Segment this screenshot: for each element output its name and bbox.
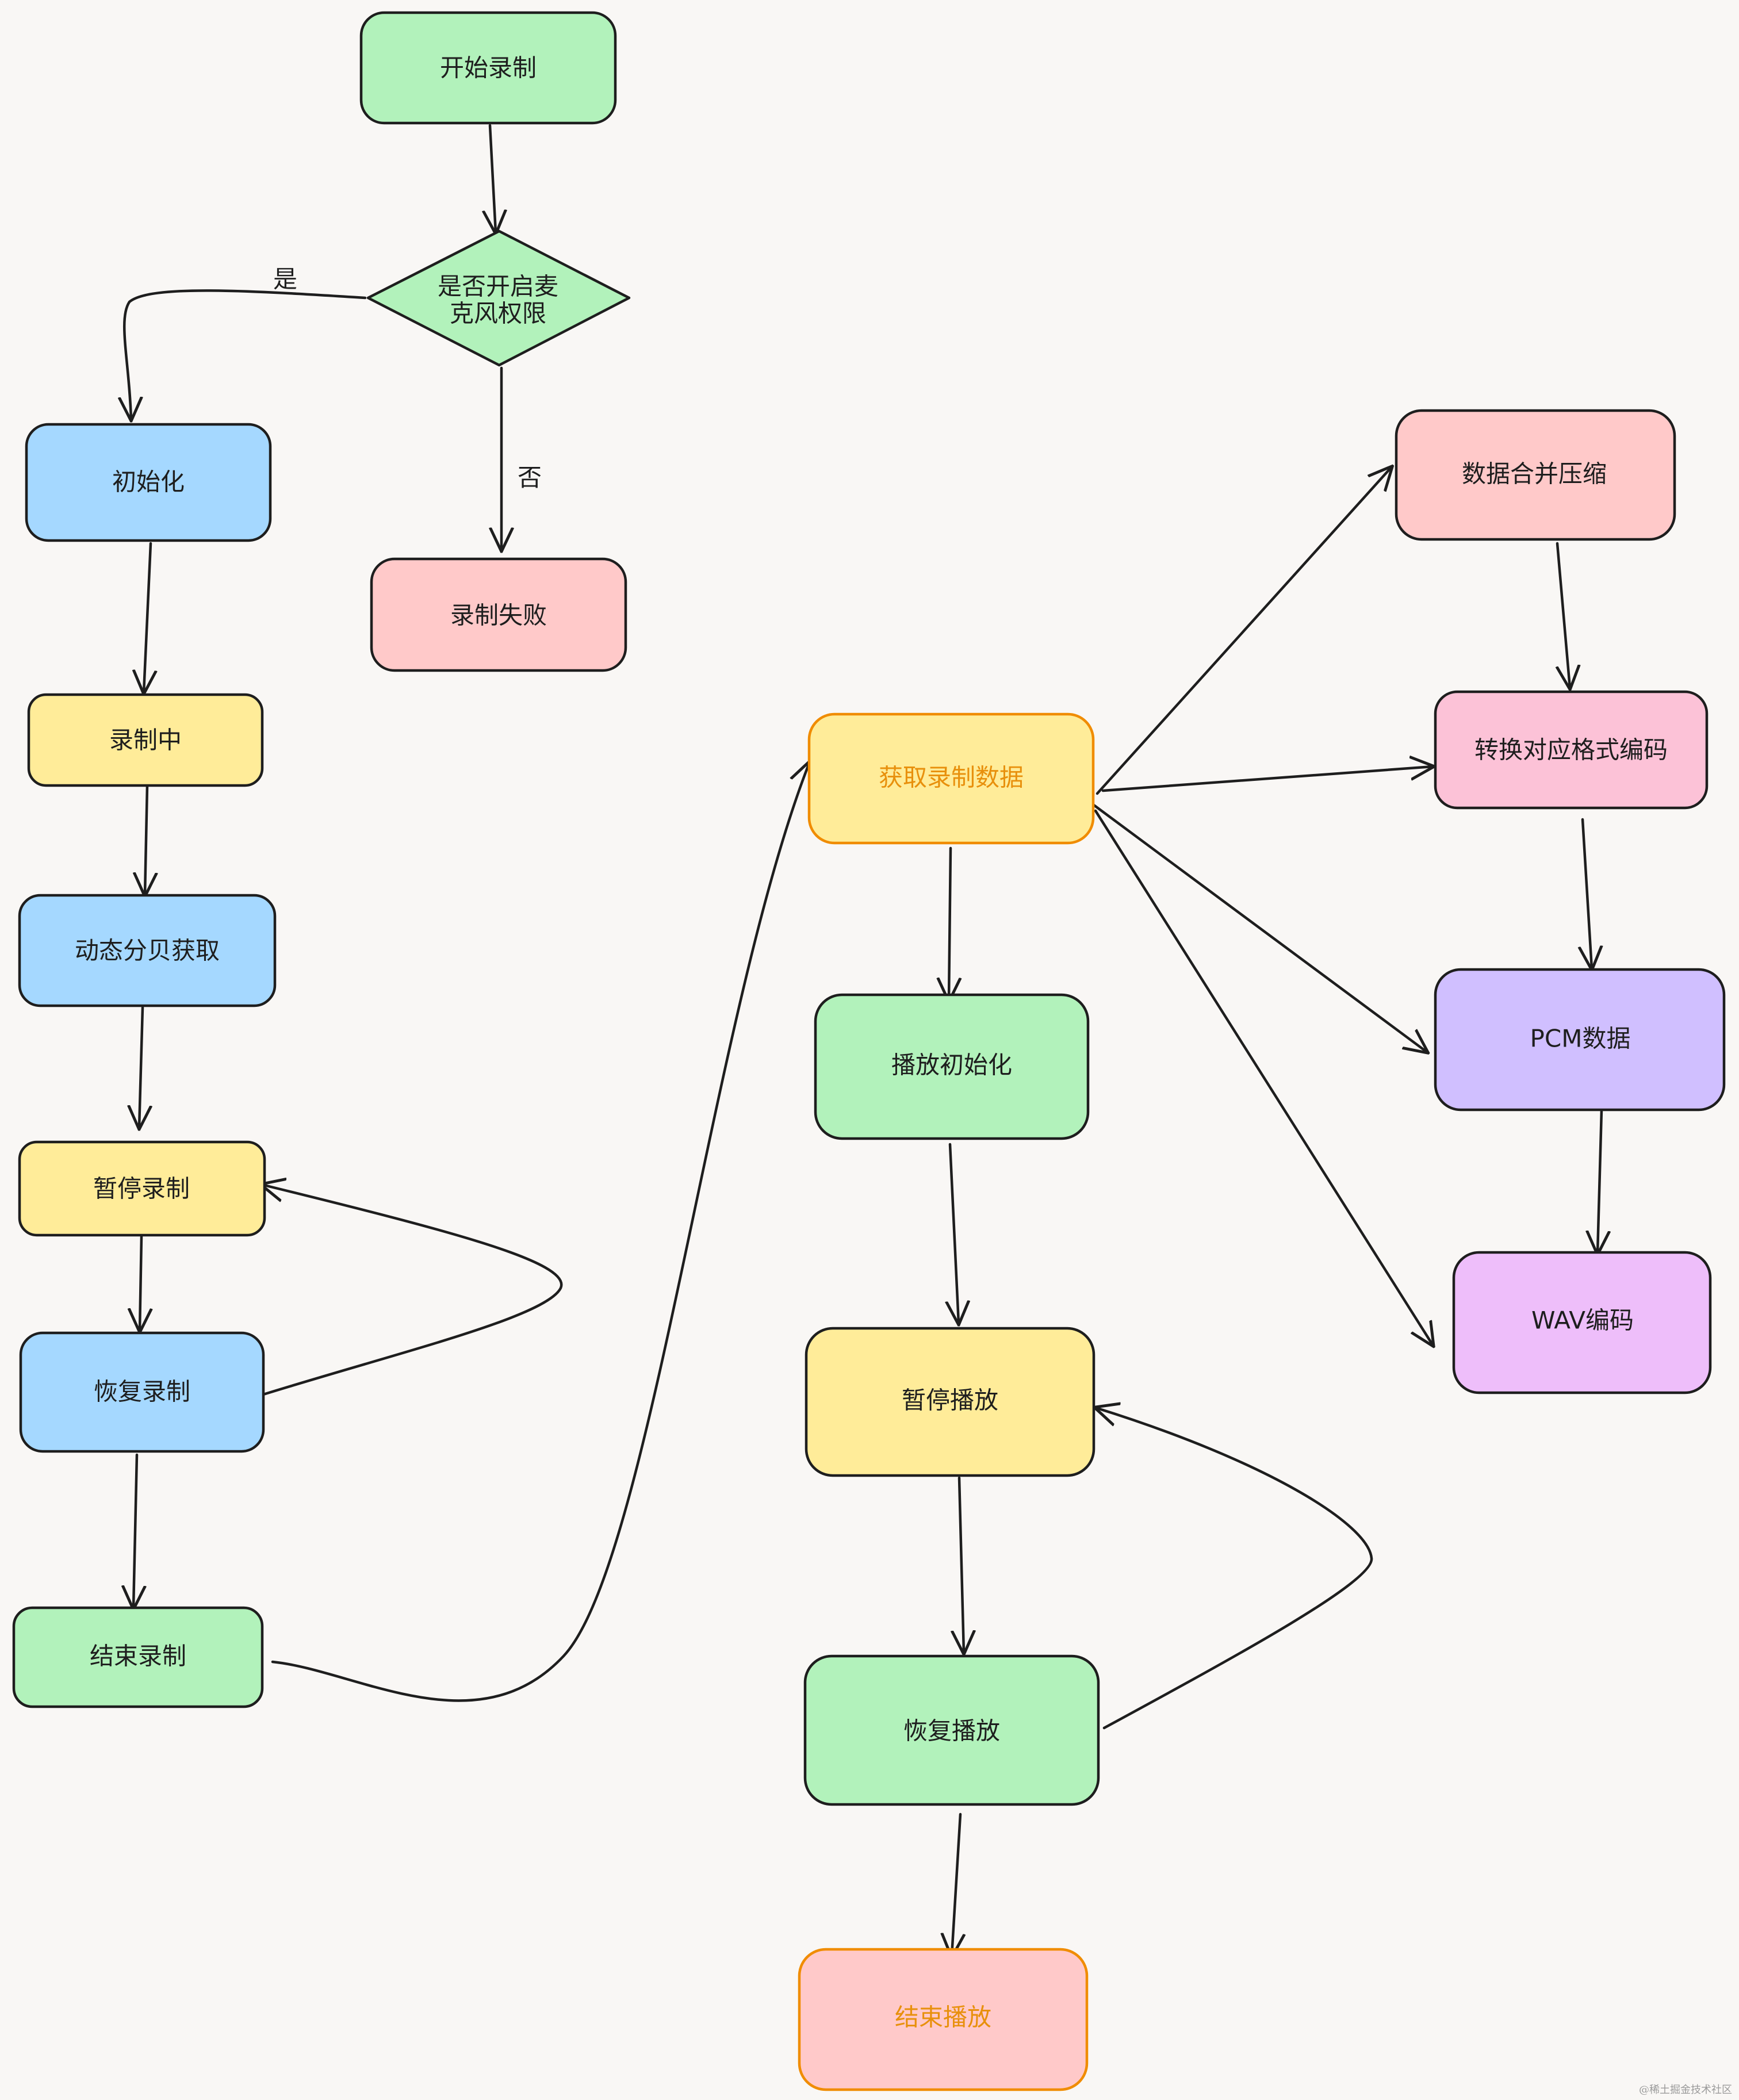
edge-pause-playback-to-resume-playback [959, 1476, 964, 1653]
edge-resume-playback-to-end-playback [952, 1812, 960, 1956]
node-end-playback-label: 结束播放 [895, 2003, 991, 2032]
node-init[interactable]: 初始化 [25, 423, 272, 542]
edge-pause-to-resume [140, 1235, 141, 1331]
node-mic-permission-label-line2: 克风权限 [450, 300, 546, 328]
edge-label-yes: 是 [273, 265, 297, 293]
edge-get-data-to-pcm [1092, 803, 1427, 1052]
node-pause-recording[interactable]: 暂停录制 [18, 1140, 266, 1237]
edge-get-data-to-merge [1096, 467, 1392, 795]
node-data-merge-label: 数据合并压缩 [1462, 460, 1607, 488]
edge-resume-to-end [133, 1453, 137, 1608]
watermark-text: @稀土掘金技术社区 [1639, 2084, 1732, 2096]
node-pause-recording-label: 暂停录制 [93, 1175, 190, 1203]
edge-db-to-pause [139, 1006, 143, 1128]
edge-end-to-get-data [271, 762, 810, 1702]
node-start-recording-label: 开始录制 [440, 54, 537, 82]
node-data-merge[interactable]: 数据合并压缩 [1395, 409, 1676, 541]
node-pcm-data[interactable]: PCM数据 [1434, 968, 1726, 1112]
node-start-recording[interactable]: 开始录制 [359, 11, 617, 125]
edge-decision-yes-to-init [124, 289, 367, 420]
node-recording-failed[interactable]: 录制失败 [370, 557, 627, 672]
node-dynamic-db-label: 动态分贝获取 [75, 937, 220, 965]
node-recording-failed-label: 录制失败 [450, 601, 547, 630]
node-resume-playback[interactable]: 恢复播放 [803, 1654, 1100, 1806]
node-init-label: 初始化 [112, 468, 185, 496]
node-resume-playback-label: 恢复播放 [903, 1717, 1000, 1745]
edge-label-no: 否 [518, 463, 542, 492]
node-end-recording-label: 结束录制 [90, 1642, 186, 1670]
edge-get-data-to-play-init [949, 846, 951, 1001]
node-get-recording-data[interactable]: 获取录制数据 [807, 712, 1095, 845]
edge-play-init-to-pause-playback [950, 1143, 959, 1324]
node-convert-encoding[interactable]: 转换对应格式编码 [1434, 690, 1709, 810]
node-mic-permission-label-line1: 是否开启麦 [438, 273, 558, 301]
node-play-init-label: 播放初始化 [891, 1051, 1012, 1079]
edge-init-to-recording [144, 542, 151, 693]
node-wav-encoding-label: WAV编码 [1531, 1306, 1634, 1335]
node-get-recording-data-label: 获取录制数据 [879, 764, 1024, 792]
edge-resume-loop-to-pause [262, 1185, 563, 1396]
node-resume-recording-label: 恢复录制 [94, 1378, 190, 1406]
node-pause-playback-label: 暂停播放 [902, 1386, 998, 1415]
edge-convert-to-pcm [1583, 818, 1592, 969]
node-play-init[interactable]: 播放初始化 [814, 993, 1090, 1140]
node-end-playback[interactable]: 结束播放 [798, 1948, 1089, 2091]
node-mic-permission-decision[interactable]: 是否开启麦 克风权限 [366, 229, 631, 367]
edges [124, 124, 1602, 1956]
node-pcm-data-label: PCM数据 [1530, 1025, 1631, 1053]
node-convert-encoding-label: 转换对应格式编码 [1474, 736, 1668, 764]
edge-resume-playback-loop-to-pause [1096, 1408, 1373, 1730]
node-resume-recording[interactable]: 恢复录制 [19, 1331, 265, 1453]
node-recording-label: 录制中 [109, 726, 182, 754]
edge-get-data-to-convert [1101, 767, 1433, 792]
node-wav-encoding[interactable]: WAV编码 [1452, 1251, 1712, 1394]
edge-merge-to-convert [1557, 542, 1570, 688]
edge-get-data-to-wav [1094, 809, 1433, 1346]
node-recording[interactable]: 录制中 [27, 693, 264, 787]
edge-recording-to-db [145, 783, 147, 895]
edge-start-to-decision [490, 124, 496, 233]
node-end-recording[interactable]: 结束录制 [12, 1606, 264, 1708]
edge-pcm-to-wav [1598, 1108, 1602, 1254]
node-pause-playback[interactable]: 暂停播放 [805, 1327, 1096, 1477]
node-dynamic-db[interactable]: 动态分贝获取 [18, 894, 277, 1007]
